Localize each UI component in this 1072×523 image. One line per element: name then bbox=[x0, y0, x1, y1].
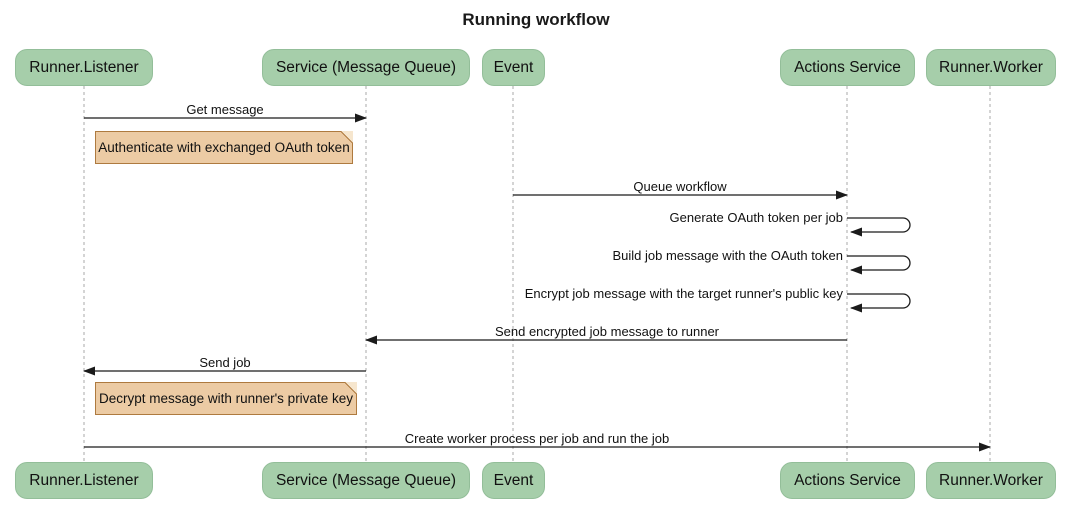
message-label-send-encrypted-job-message: Send encrypted job message to runner bbox=[494, 324, 720, 339]
participant-bottom-service-message-queue: Service (Message Queue) bbox=[262, 462, 470, 499]
lifelines bbox=[83, 86, 991, 462]
participant-bottom-event: Event bbox=[482, 462, 545, 499]
note-decrypt-private-key: Decrypt message with runner's private ke… bbox=[95, 382, 357, 415]
message-arrows bbox=[83, 113, 991, 452]
message-label-get-message: Get message bbox=[186, 102, 264, 117]
self-loop-generate-oauth-token bbox=[847, 217, 911, 237]
note-authenticate-oauth: Authenticate with exchanged OAuth token bbox=[95, 131, 353, 164]
message-label-encrypt-job-message: Encrypt job message with the target runn… bbox=[524, 286, 843, 301]
message-label-queue-workflow: Queue workflow bbox=[633, 179, 727, 194]
participant-bottom-runner-worker: Runner.Worker bbox=[926, 462, 1056, 499]
participant-top-event: Event bbox=[482, 49, 545, 86]
message-label-build-job-message: Build job message with the OAuth token bbox=[612, 248, 843, 263]
participant-top-actions-service: Actions Service bbox=[780, 49, 915, 86]
message-label-create-worker-process: Create worker process per job and run th… bbox=[404, 431, 670, 446]
note-label: Authenticate with exchanged OAuth token bbox=[98, 140, 350, 155]
self-loop-encrypt-job-message bbox=[847, 293, 911, 313]
message-label-generate-oauth-token: Generate OAuth token per job bbox=[669, 210, 843, 225]
note-fold-icon bbox=[341, 131, 353, 143]
message-label-send-job: Send job bbox=[199, 355, 251, 370]
self-loop-build-job-message bbox=[847, 255, 911, 275]
participant-top-runner-listener: Runner.Listener bbox=[15, 49, 153, 86]
participant-bottom-actions-service: Actions Service bbox=[780, 462, 915, 499]
participant-bottom-runner-listener: Runner.Listener bbox=[15, 462, 153, 499]
note-label: Decrypt message with runner's private ke… bbox=[99, 391, 353, 406]
participant-top-service-message-queue: Service (Message Queue) bbox=[262, 49, 470, 86]
participant-top-runner-worker: Runner.Worker bbox=[926, 49, 1056, 86]
diagram-title: Running workflow bbox=[462, 10, 610, 29]
note-fold-icon bbox=[345, 382, 357, 394]
